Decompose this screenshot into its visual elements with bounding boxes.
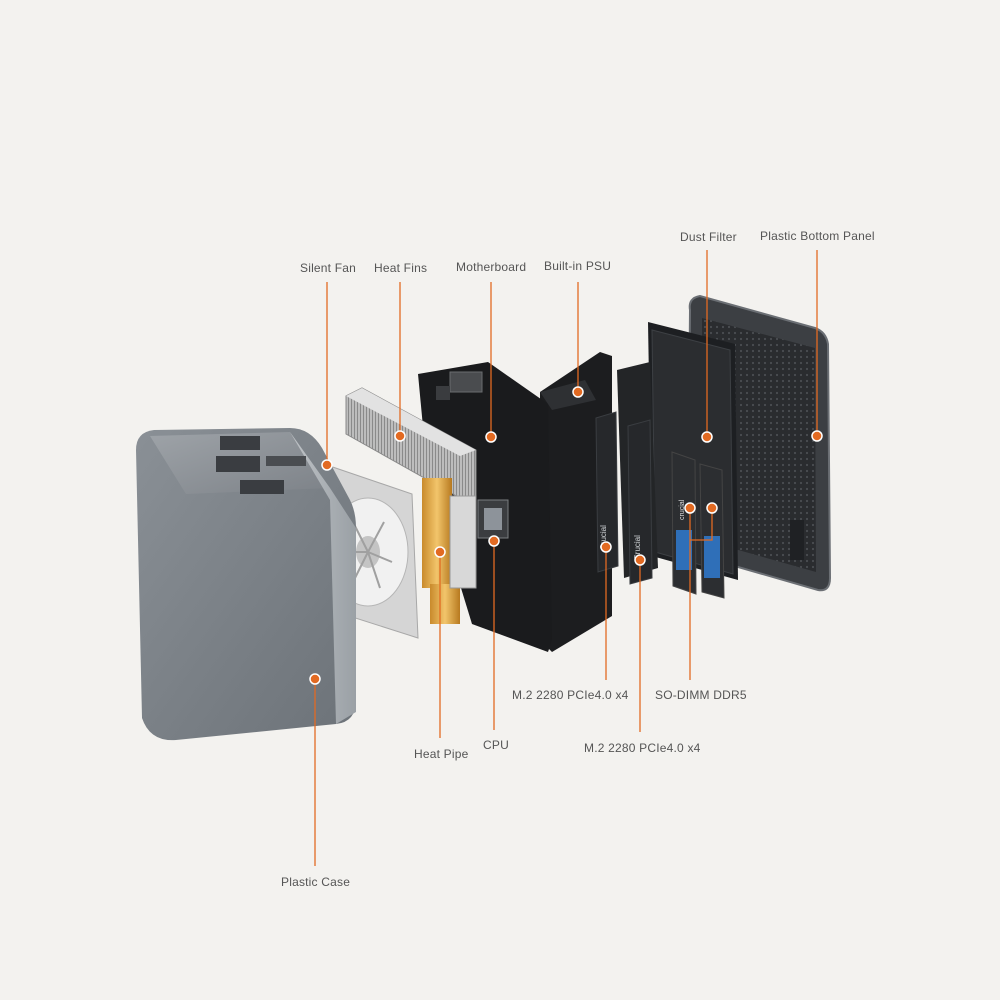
motherboard-board xyxy=(418,362,552,652)
marker-dust-filter xyxy=(701,431,713,443)
marker-cpu xyxy=(488,535,500,547)
ssd-brand-text-2: Crucial xyxy=(633,535,642,560)
label-plastic-case: Plastic Case xyxy=(281,875,351,889)
marker-built-in-psu xyxy=(572,386,584,398)
label-so-dimm: SO-DIMM DDR5 xyxy=(655,688,747,702)
label-motherboard: Motherboard xyxy=(456,260,527,274)
ssd-brand-text-1: Crucial xyxy=(599,525,608,550)
label-silent-fan: Silent Fan xyxy=(300,261,357,275)
m2-ssd-2: Crucial xyxy=(627,419,653,585)
marker-so-dimm-2 xyxy=(706,502,718,514)
label-plastic-bottom-panel: Plastic Bottom Panel xyxy=(760,229,875,243)
label-heat-pipe: Heat Pipe xyxy=(414,747,469,761)
marker-silent-fan xyxy=(321,459,333,471)
label-cpu: CPU xyxy=(483,738,509,752)
label-heat-fins: Heat Fins xyxy=(374,261,428,275)
plastic-case xyxy=(136,428,356,741)
marker-heat-pipe xyxy=(434,546,446,558)
marker-heat-fins xyxy=(394,430,406,442)
heat-pipe-assembly xyxy=(422,478,477,624)
marker-m2-lower xyxy=(634,554,646,566)
ram-brand-text: crucial xyxy=(679,499,686,520)
marker-m2-upper xyxy=(600,541,612,553)
m2-ssd-1: Crucial xyxy=(595,411,619,573)
marker-so-dimm-1 xyxy=(684,502,696,514)
so-dimm-modules: crucial xyxy=(671,451,725,599)
marker-plastic-bottom-panel xyxy=(811,430,823,442)
marker-plastic-case xyxy=(309,673,321,685)
built-in-psu xyxy=(540,352,612,652)
marker-motherboard xyxy=(485,431,497,443)
label-dust-filter: Dust Filter xyxy=(680,230,737,244)
leader-line-so-dimm-branch xyxy=(690,508,713,541)
label-built-in-psu: Built-in PSU xyxy=(544,259,612,273)
label-m2-lower: M.2 2280 PCIe4.0 x4 xyxy=(584,741,701,755)
label-m2-upper: M.2 2280 PCIe4.0 x4 xyxy=(512,688,629,702)
leader-lines xyxy=(309,250,823,866)
